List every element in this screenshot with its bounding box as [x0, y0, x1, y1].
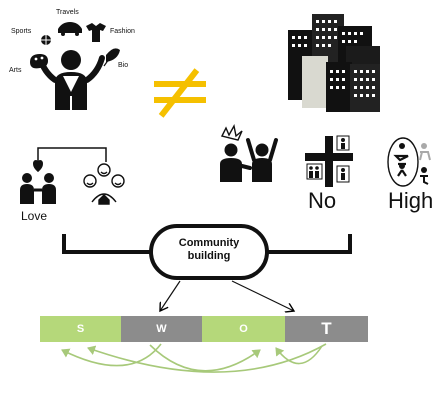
- swot-o-cell: [202, 316, 285, 342]
- swot-cycle-arrows: [61, 343, 327, 373]
- swot-t-cell: [285, 316, 368, 342]
- swot-t-label: T: [321, 319, 332, 338]
- person-interests-icon: [37, 50, 105, 110]
- bio-label: Bio: [118, 62, 129, 69]
- swot-s-cell: [40, 316, 121, 342]
- separation-grid-icon: [305, 135, 353, 187]
- community-building-line1: Community: [178, 237, 240, 249]
- split-arrows: [160, 280, 294, 311]
- fashion-shirt-icon: [86, 23, 106, 42]
- not-equal-icon: [154, 68, 206, 118]
- community-building-text: Community building: [151, 237, 267, 263]
- swot-s-label: S: [76, 323, 85, 335]
- sports-icon: [41, 35, 51, 45]
- love-label: Love: [21, 209, 48, 223]
- swot-w-label: W: [156, 323, 167, 335]
- sports-label: Sports: [11, 28, 32, 35]
- conflict-people-icon: [220, 123, 278, 182]
- arts-palette-icon: [30, 54, 48, 69]
- relationship-bracket: [37, 147, 107, 162]
- community-building-box: [149, 224, 269, 280]
- city-buildings-icon: [288, 14, 380, 112]
- framework-connector-lines: [62, 234, 352, 254]
- travel-car-icon: [58, 22, 82, 36]
- couple-heart-icon: [20, 160, 56, 204]
- swot-o-label: O: [239, 323, 248, 335]
- community-smiles-icon: [83, 163, 125, 205]
- high-label: High: [388, 188, 434, 213]
- fashion-label: Fashion: [110, 28, 135, 35]
- travels-label: Travels: [56, 9, 79, 16]
- community-building-line2: building: [187, 250, 231, 262]
- swot-w-cell: [121, 316, 202, 342]
- bio-leaf-icon: [103, 48, 120, 67]
- arts-label: Arts: [9, 67, 22, 74]
- circled-activities-icon: [387, 137, 431, 187]
- no-label: No: [308, 188, 337, 213]
